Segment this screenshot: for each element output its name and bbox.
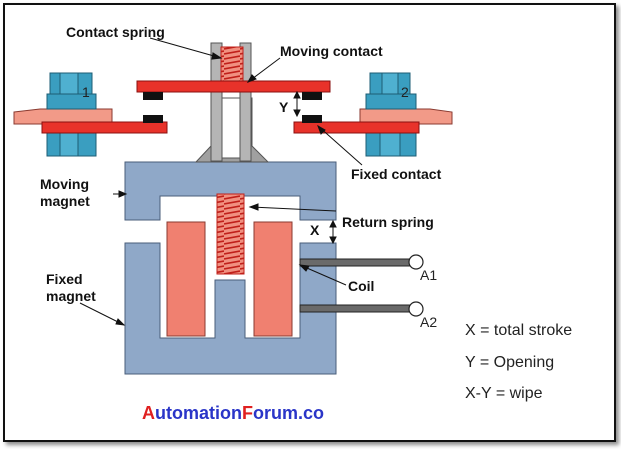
label-terminal-2: 2 <box>401 84 409 100</box>
label-moving-contact: Moving contact <box>280 43 383 59</box>
legend-total-stroke: X = total stroke <box>465 322 572 339</box>
label-fixed-contact: Fixed contact <box>351 166 442 182</box>
contact-spring <box>220 46 244 82</box>
label-a1: A1 <box>420 267 437 283</box>
label-return-spring: Return spring <box>342 214 434 230</box>
terminal-a1-circle <box>408 254 424 270</box>
leader-lines <box>79 37 363 326</box>
moving-contact-bar <box>136 80 331 93</box>
moving-magnet <box>124 161 337 221</box>
coil-right <box>253 221 293 337</box>
legend-wipe: X-Y = wipe <box>465 385 543 402</box>
coil-lead-a2 <box>299 304 411 313</box>
brand-part-1: utomation <box>155 403 242 423</box>
return-spring <box>216 193 245 275</box>
brand-watermark: AutomationForum.co <box>142 403 324 423</box>
x-dimension <box>329 219 337 245</box>
label-moving-magnet-1: Moving <box>40 176 89 192</box>
terminal-right <box>293 72 453 157</box>
coil-lead-a1 <box>299 258 411 267</box>
brand-cap-a: A <box>142 403 155 423</box>
shaft-center <box>221 97 241 159</box>
fixed-magnet <box>124 242 337 375</box>
label-contact-spring: Contact spring <box>66 24 165 40</box>
label-a2: A2 <box>420 314 437 330</box>
fixed-contact-tip-left <box>143 115 163 123</box>
moving-contact-tip-left <box>143 92 163 100</box>
label-fixed-magnet-1: Fixed <box>46 271 83 287</box>
brand-part-2: orum.co <box>253 403 324 423</box>
label-x: X <box>310 222 320 238</box>
legend-opening: Y = Opening <box>465 354 554 371</box>
label-fixed-magnet-2: magnet <box>46 288 96 304</box>
terminal-a2-circle <box>408 301 424 317</box>
y-dimension <box>293 90 301 118</box>
label-coil: Coil <box>348 278 374 294</box>
label-moving-magnet-2: magnet <box>40 193 90 209</box>
fixed-contact-tip-right <box>302 115 322 123</box>
brand-cap-f: F <box>242 403 253 423</box>
moving-contact-tip-right <box>302 92 322 100</box>
coil-left <box>166 221 206 337</box>
terminal-left <box>13 72 168 157</box>
shaft-left <box>210 42 223 162</box>
label-terminal-1: 1 <box>82 84 90 100</box>
label-y: Y <box>279 99 289 115</box>
